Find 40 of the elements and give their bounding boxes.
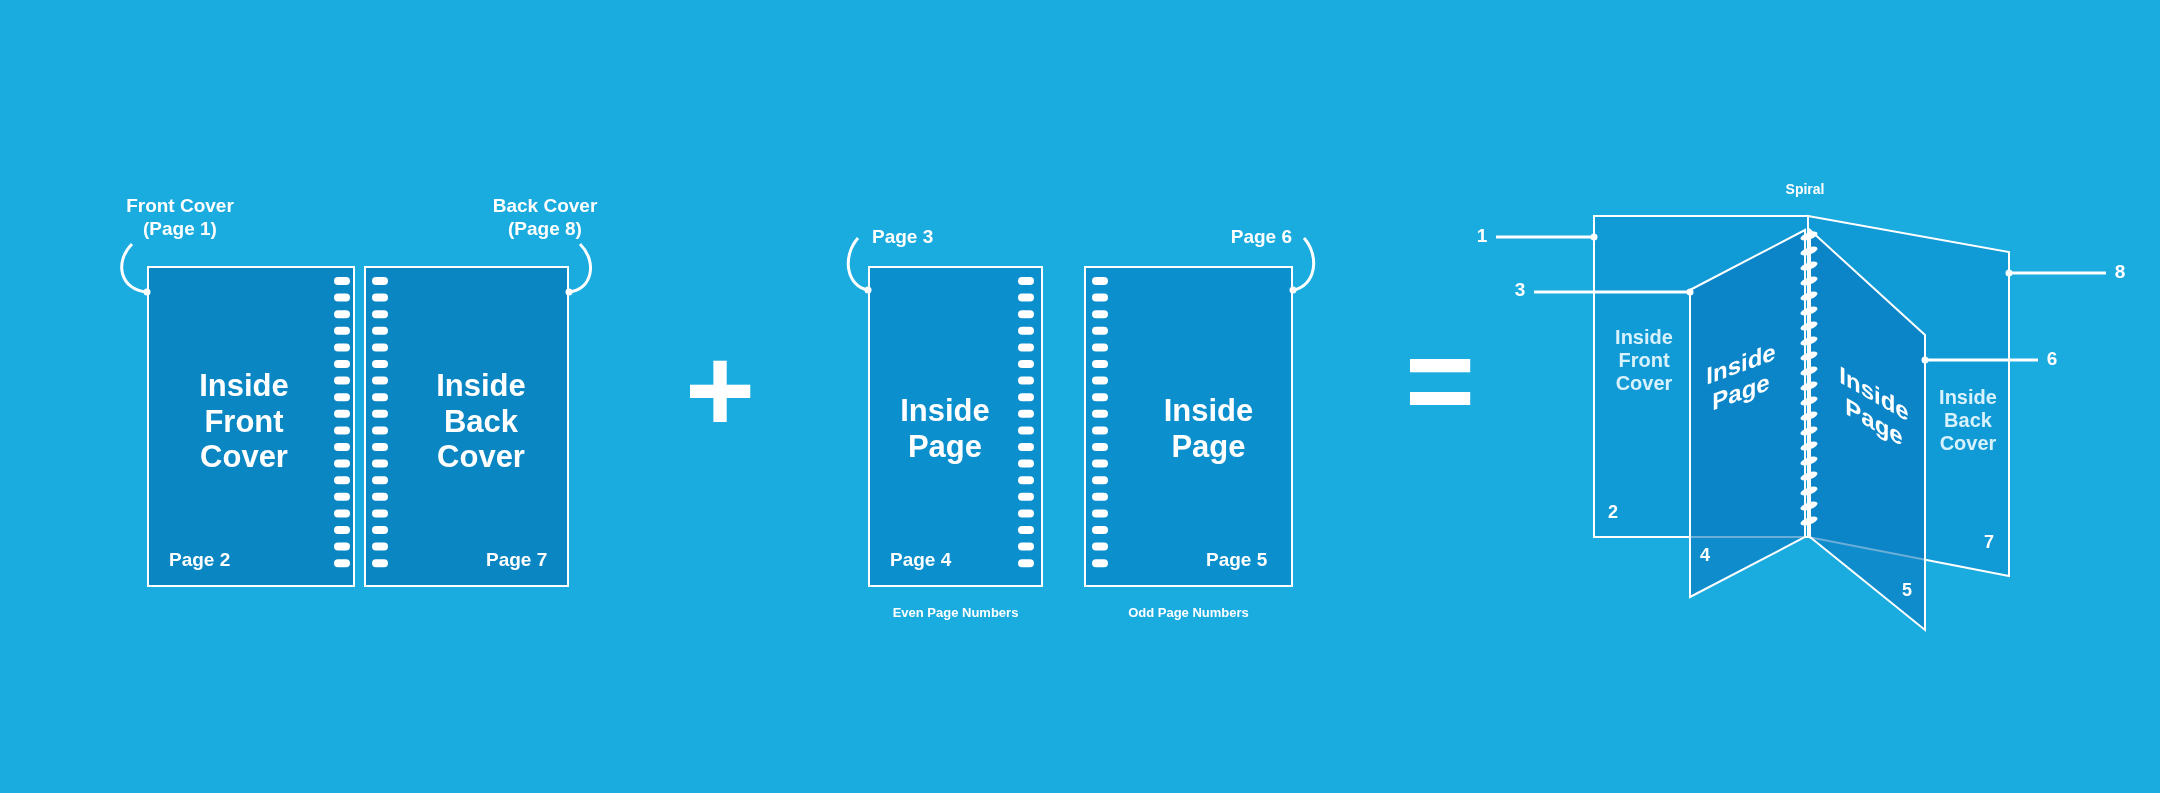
page-panel <box>364 266 569 587</box>
page-panel <box>1084 266 1293 587</box>
panel-title: Inside Back Cover <box>435 368 527 475</box>
page-panel <box>868 266 1043 587</box>
panel-title: Inside Front Cover <box>198 368 290 475</box>
callout-label: Front Cover (Page 1) <box>100 195 260 241</box>
equals-sign: = <box>1403 320 1477 440</box>
page-number: 5 <box>1902 580 1912 601</box>
page-number: Page 4 <box>890 549 952 571</box>
callout-label: Page 3 <box>872 226 952 249</box>
leader-line <box>1289 237 1316 294</box>
leader-line <box>1534 288 1694 296</box>
caption-text: Even Page Numbers <box>891 605 1020 620</box>
callout-label: Back Cover (Page 8) <box>465 195 625 241</box>
leader-line <box>846 237 872 294</box>
leader-line <box>1496 233 1598 241</box>
page-number: Page 7 <box>486 549 548 571</box>
callout-label: 1 <box>1470 225 1494 248</box>
spiral-label: Spiral <box>1784 182 1826 196</box>
sheet-title: Inside Front Cover <box>1614 326 1674 395</box>
callout-label: Page 6 <box>1222 226 1292 249</box>
plus-sign: + <box>683 330 757 450</box>
sheet-title: Inside Back Cover <box>1938 386 1998 455</box>
page-number: 7 <box>1984 532 1994 553</box>
leader-line <box>2005 269 2106 277</box>
page-number: 2 <box>1608 502 1618 523</box>
page-number: Page 5 <box>1206 549 1268 571</box>
callout-label: 6 <box>2040 348 2064 371</box>
page-panel <box>147 266 355 587</box>
panel-title: Inside Page <box>899 393 991 465</box>
callout-label: 3 <box>1508 279 1532 302</box>
leader-line <box>120 243 151 296</box>
callout-label: 8 <box>2108 261 2132 284</box>
leader-line <box>1921 356 2038 364</box>
page-number: Page 2 <box>169 549 231 571</box>
page-number: 4 <box>1700 545 1710 566</box>
caption-text: Odd Page Numbers <box>1127 605 1250 620</box>
leader-line <box>565 243 592 296</box>
sheet-title: Inside Page <box>1705 336 1777 418</box>
panel-title: Inside Page <box>1162 393 1255 465</box>
